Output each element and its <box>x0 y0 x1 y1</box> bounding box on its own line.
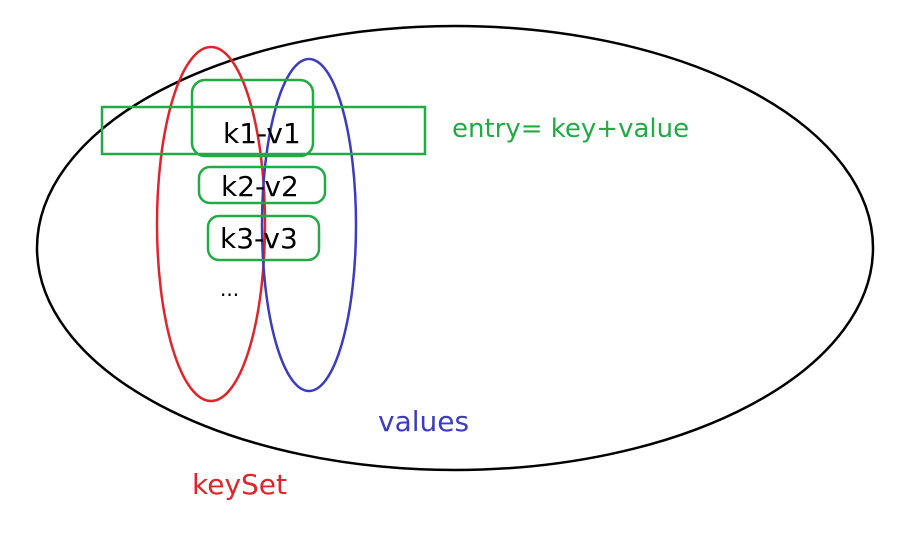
entry-box-1 <box>190 78 315 158</box>
entry-text-1: k1-v1 <box>223 117 301 150</box>
entry-box-2 <box>197 165 327 205</box>
entry-definition-label: entry= key+value <box>452 114 689 144</box>
keyset-ellipse <box>155 45 267 403</box>
values-label: values <box>378 405 469 438</box>
values-ellipse <box>260 57 358 393</box>
entry-highlight-rect <box>100 105 427 156</box>
entry-text-2: k2-v2 <box>221 170 299 203</box>
map-outer-ellipse <box>35 24 875 472</box>
keyset-label: keySet <box>192 468 287 501</box>
entry-box-3 <box>206 214 321 262</box>
entry-text-3: k3-v3 <box>220 222 298 255</box>
ellipsis-text: ... <box>220 277 239 301</box>
